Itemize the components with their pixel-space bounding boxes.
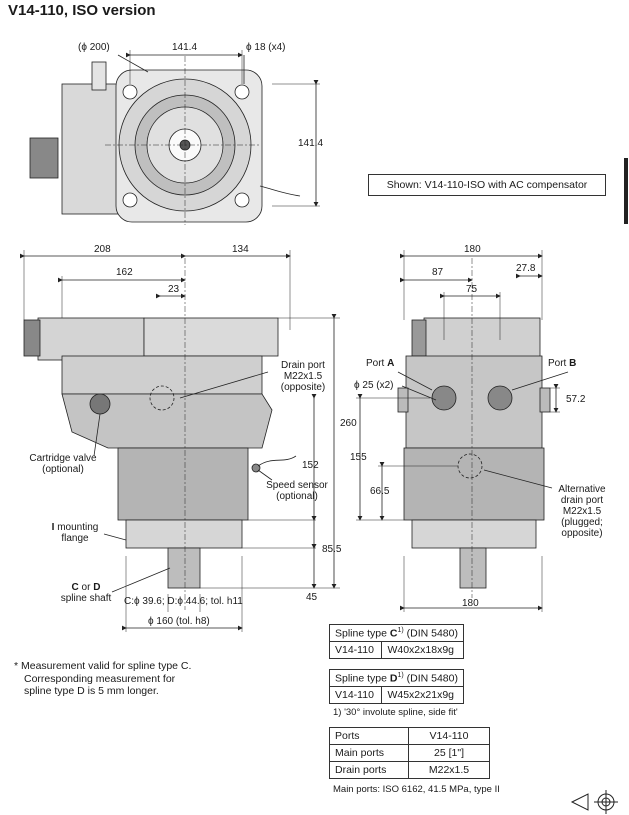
measurement-note: * Measurement valid for spline type C. C… (14, 660, 192, 697)
label-speed-sensor: Speed sensor (optional) (266, 480, 328, 502)
dim-57-2: 57.2 (566, 394, 586, 405)
dim-134: 134 (232, 244, 249, 255)
dim-85-5: 85.5 (322, 544, 342, 555)
dim-spline-diameters: C:ϕ 39.6; D:ϕ 44.6; tol. h11 (124, 596, 243, 607)
dim-phi18: ϕ 18 (x4) (246, 42, 286, 53)
label-cartridge-valve: Cartridge valve (optional) (29, 453, 97, 475)
spline-c-value: W40x2x18x9g (381, 641, 464, 659)
spline-c-model: V14-110 (328, 641, 383, 659)
dim-27-8: 27.8 (516, 263, 536, 274)
label-alternative-drain: Alternative drain port M22x1.5 (plugged;… (558, 484, 606, 539)
dim-152: 152 (302, 460, 319, 471)
dim-260: 260 (340, 418, 357, 429)
page-title: V14-110, ISO version (8, 2, 156, 19)
label-spline-shaft: C or D spline shaft (60, 582, 112, 604)
label-phi25: ϕ 25 (x2) (354, 380, 394, 391)
side-view-drawing (23, 258, 297, 610)
dim-top-height: 141.4 (298, 138, 324, 149)
projection-symbol (570, 790, 618, 814)
dim-phi160: ϕ 160 (tol. h8) (148, 616, 210, 627)
spline-c-header: Spline type C1) (DIN 5480) (329, 624, 464, 642)
dim-75: 75 (466, 284, 478, 295)
dim-23: 23 (168, 284, 180, 295)
front-view-drawing (397, 258, 551, 598)
dim-phi200: (ϕ 200) (78, 42, 110, 53)
label-mounting-flange: I mounting flange (51, 522, 99, 544)
spline-d-model: V14-110 (328, 686, 383, 704)
dim-front-180-bottom: 180 (462, 598, 479, 609)
dim-162: 162 (116, 267, 133, 278)
top-view-drawing (29, 56, 301, 225)
dim-87: 87 (432, 267, 444, 278)
label-port-a: Port A (366, 358, 395, 369)
shown-caption-box: Shown: V14-110-ISO with AC compensator (368, 174, 606, 196)
label-port-b: Port B (548, 358, 577, 369)
label-drain-port: Drain port M22x1.5 (opposite) (280, 360, 326, 393)
side-marker (624, 158, 628, 224)
spline-footnote: 1) '30° involute spline, side fit' (333, 707, 458, 718)
spline-d-value: W45x2x21x9g (381, 686, 464, 704)
dim-top-width: 141.4 (172, 42, 198, 53)
dim-front-180-top: 180 (464, 244, 481, 255)
dim-45: 45 (306, 592, 318, 603)
spline-d-header: Spline type D1) (DIN 5480) (329, 669, 464, 687)
dim-155: 155 (350, 452, 367, 463)
main-ports-note: Main ports: ISO 6162, 41.5 MPa, type II (333, 784, 500, 795)
dim-208: 208 (94, 244, 111, 255)
dim-66-5: 66.5 (370, 486, 390, 497)
